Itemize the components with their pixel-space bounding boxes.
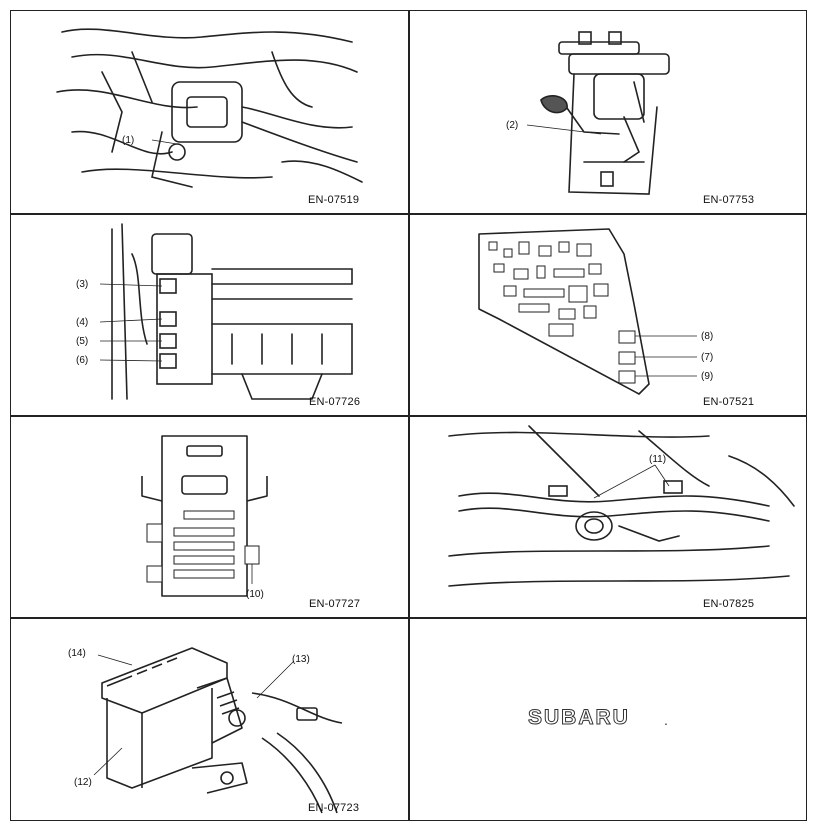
figure-code: EN-07519: [308, 194, 360, 206]
logo-mark: .: [664, 712, 668, 728]
figure-code: EN-07753: [703, 194, 755, 206]
figure-en-07726: (3) (4) (5) (6) EN-07726: [12, 214, 407, 414]
callout-1: (1): [122, 135, 134, 146]
callout-2: (2): [506, 120, 518, 131]
figure-en-07519: (1) EN-07519: [12, 12, 407, 212]
figure-code: EN-07521: [703, 396, 755, 408]
callout-10: (10): [246, 589, 264, 600]
callout-12: (12): [74, 777, 92, 788]
figure-code: EN-07825: [703, 598, 755, 610]
callout-5: (5): [76, 336, 88, 347]
fuse-box-drawing: (8) (7) (9): [478, 228, 713, 395]
figure-code: EN-07726: [309, 396, 361, 408]
row-divider-1: [11, 213, 806, 215]
figure-en-07825: (11) EN-07825: [409, 416, 805, 616]
connector-bracket-drawing: (3) (4) (5) (6): [76, 223, 353, 400]
callout-13: (13): [292, 654, 310, 665]
callout-8: (8): [701, 331, 713, 342]
figure-code: EN-07723: [308, 802, 360, 814]
callout-4: (4): [76, 317, 88, 328]
figure-code: EN-07727: [309, 598, 361, 610]
row-divider-3: [11, 617, 806, 619]
callout-9: (9): [701, 371, 713, 382]
tank-harness-drawing: (11): [448, 425, 795, 587]
figure-en-07727: (10) EN-07727: [12, 416, 407, 616]
figure-en-07753: (2) EN-07753: [409, 12, 805, 212]
callout-11: (11): [649, 454, 666, 465]
canister-drawing: (14) (13) (12): [68, 647, 343, 814]
figure-en-07723: (14) (13) (12) EN-07723: [12, 618, 407, 820]
callout-6: (6): [76, 355, 88, 366]
row-divider-2: [11, 415, 806, 417]
figure-grid: [10, 10, 807, 821]
callout-3: (3): [76, 279, 88, 290]
callout-7: (7): [701, 352, 713, 363]
fuel-pump-drawing: (2): [506, 31, 670, 195]
callout-14: (14): [68, 648, 86, 659]
joint-box-drawing: (10): [141, 435, 268, 600]
engine-harness-drawing-1: (1): [56, 28, 363, 188]
subaru-logo: SUBARU: [528, 706, 630, 730]
figure-en-07521: (8) (7) (9) EN-07521: [409, 214, 805, 414]
